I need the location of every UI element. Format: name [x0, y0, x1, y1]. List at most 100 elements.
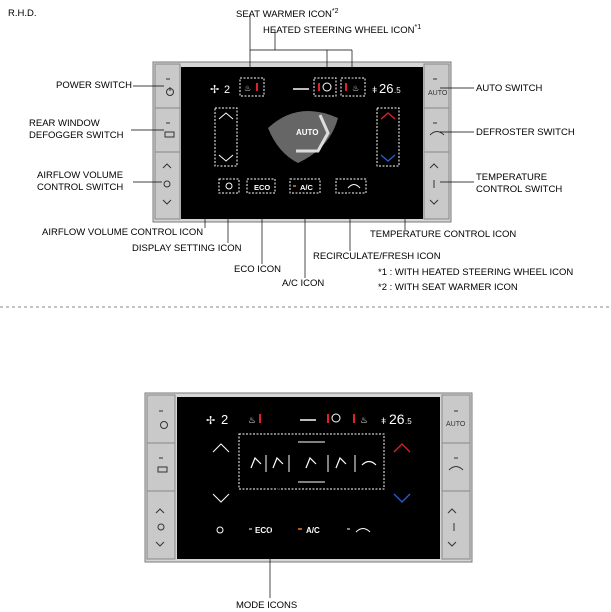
- seat-warmer-right-icon-2: ♨: [360, 415, 368, 425]
- mode-icons-leader: [269, 482, 285, 499]
- mode-face-icon: [250, 456, 262, 469]
- display-screen-2: [177, 397, 440, 559]
- eco-icon-box: [246, 178, 276, 194]
- temperature-decimal-2: .5: [405, 417, 412, 426]
- airflow-down-arrow-icon: [218, 154, 234, 162]
- temp-up-chevron-2-icon: [447, 508, 457, 514]
- seat-warmer-note-mark: *2: [331, 8, 339, 15]
- airflow-volume-switch-2[interactable]: [146, 490, 176, 560]
- rear-defogger-icon-2: [157, 466, 168, 473]
- heated-wheel-label-text: HEATED STEERING WHEEL ICON: [263, 25, 415, 37]
- heated-wheel-label: HEATED STEERING WHEEL ICON*1: [263, 22, 421, 36]
- temp-up-chevron-icon: [429, 163, 439, 169]
- rhd-tag: R.H.D.: [8, 8, 37, 19]
- temperature-switch[interactable]: [423, 151, 450, 220]
- auto-switch-2[interactable]: [441, 394, 471, 444]
- ac-icon-text: A/C: [300, 183, 314, 192]
- temp-up-arrow-2-icon: [393, 443, 411, 453]
- airflow-down-chevron-2-icon: [155, 541, 165, 547]
- seat-warmer-icon-2: ♨: [248, 415, 256, 425]
- gear-icon: [225, 182, 233, 190]
- temp-down-arrow-icon: [380, 154, 396, 162]
- temp-down-chevron-icon: [429, 199, 439, 205]
- rear-defogger-icon: [164, 131, 175, 138]
- mode-foot-icon: [305, 456, 317, 469]
- auto-switch-2-text: AUTO: [446, 421, 466, 428]
- temperature-readout: 26: [379, 81, 393, 96]
- eco-icon-label: ECO ICON: [234, 264, 281, 275]
- seat-warmer-icon-box: [239, 77, 265, 97]
- heated-wheel-note-mark: *1: [414, 24, 422, 31]
- airflow-switch-label-line1: AIRFLOW VOLUME: [37, 170, 124, 181]
- seat-warmer-icon: ♨: [244, 84, 251, 93]
- figure2-panel: AUTO ✢ 2 ♨ ♨ ǂ 26 .5: [144, 392, 473, 563]
- fan-level-readout-2: 2: [221, 412, 228, 427]
- defroster-icon: [429, 131, 445, 136]
- auto-switch[interactable]: [423, 63, 450, 109]
- recirculate-icon: [347, 184, 361, 189]
- temp-down-chevron-2-icon: [447, 541, 457, 547]
- rear-defogger-label-line2: DEFOGGER SWITCH: [29, 130, 124, 141]
- fan-icon-2: [157, 523, 165, 531]
- defroster-switch-label: DEFROSTER SWITCH: [476, 127, 575, 138]
- heated-steering-wheel-icon: [322, 82, 332, 92]
- ac-icon-text-2: A/C: [306, 526, 320, 535]
- temp-switch-label-line2: CONTROL SWITCH: [476, 184, 563, 195]
- airflow-volume-switch[interactable]: [154, 151, 181, 220]
- airflow-up-arrow-2-icon: [212, 443, 230, 453]
- figure1-panel: AUTO ✢ 2 ♨ ♨ ǂ 26 .5 A: [152, 61, 452, 223]
- recirc-icon-label: RECIRCULATE/FRESH ICON: [313, 251, 441, 262]
- auto-switch-text: AUTO: [428, 90, 448, 97]
- airflow-down-chevron-icon: [162, 199, 172, 205]
- recirculate-icon-2: [355, 528, 371, 533]
- airflow-down-arrow-2-icon: [212, 493, 230, 503]
- gear-icon-2: [216, 526, 224, 534]
- temp-down-arrow-2-icon: [393, 493, 411, 503]
- recirculate-icon-box: [335, 178, 367, 194]
- power-switch-2[interactable]: [146, 394, 176, 444]
- heated-steering-wheel-icon-2: [331, 413, 341, 423]
- mode-icons-label: MODE ICONS: [236, 600, 298, 611]
- seat-warmer-right-box: [340, 77, 366, 97]
- airflow-up-chevron-2-icon: [155, 508, 165, 514]
- mode-icons-box: [238, 433, 385, 490]
- airflow-up-arrow-icon: [218, 112, 234, 120]
- fan-level-readout: 2: [224, 84, 230, 96]
- seat-warmer-label-text: SEAT WARMER ICON: [236, 9, 332, 21]
- footnote-2: *2 : WITH SEAT WARMER ICON: [378, 282, 518, 293]
- eco-icon-text-2: ECO: [255, 526, 272, 535]
- fan-icon: [163, 180, 171, 188]
- temperature-readout-2: 26: [389, 411, 405, 427]
- temperature-decimal: .5: [394, 86, 401, 95]
- thermometer-glyph-icon: ǂ: [372, 85, 377, 95]
- fan-glyph-icon: ✢: [210, 84, 219, 96]
- temp-control-icon-label: TEMPERATURE CONTROL ICON: [370, 229, 517, 240]
- power-icon-2: [160, 421, 168, 429]
- temperature-switch-2[interactable]: [441, 490, 471, 560]
- airflow-control-icon-box: [214, 107, 238, 167]
- seat-warmer-right-icon: ♨: [352, 84, 359, 93]
- heated-wheel-icon-box: [313, 77, 337, 97]
- airflow-up-chevron-icon: [162, 163, 172, 169]
- seat-illustration-icon: [268, 110, 338, 163]
- power-switch-label: POWER SWITCH: [56, 80, 132, 91]
- ac-icon-box: [289, 178, 321, 194]
- rear-defogger-label-line1: REAR WINDOW: [29, 118, 100, 129]
- defroster-icon-2: [448, 466, 464, 471]
- figure1-leaders: [131, 15, 474, 278]
- auto-switch-label: AUTO SWITCH: [476, 83, 543, 94]
- airflow-switch-label-line2: CONTROL SWITCH: [37, 182, 124, 193]
- display-setting-icon-label: DISPLAY SETTING ICON: [132, 243, 242, 254]
- airflow-icon-label: AIRFLOW VOLUME CONTROL ICON: [42, 227, 204, 238]
- auto-mode-text: AUTO: [296, 128, 319, 137]
- seat-warmer-label: SEAT WARMER ICON*2: [236, 6, 339, 20]
- mode-defrost-icon: [361, 460, 377, 466]
- footnote-1: *1 : WITH HEATED STEERING WHEEL ICON: [378, 267, 574, 278]
- defroster-switch[interactable]: [423, 107, 450, 153]
- temp-up-arrow-icon: [380, 112, 396, 120]
- thermometer-glyph-2-icon: ǂ: [381, 416, 386, 426]
- display-setting-icon-box: [218, 178, 240, 194]
- eco-icon-text: ECO: [254, 183, 270, 192]
